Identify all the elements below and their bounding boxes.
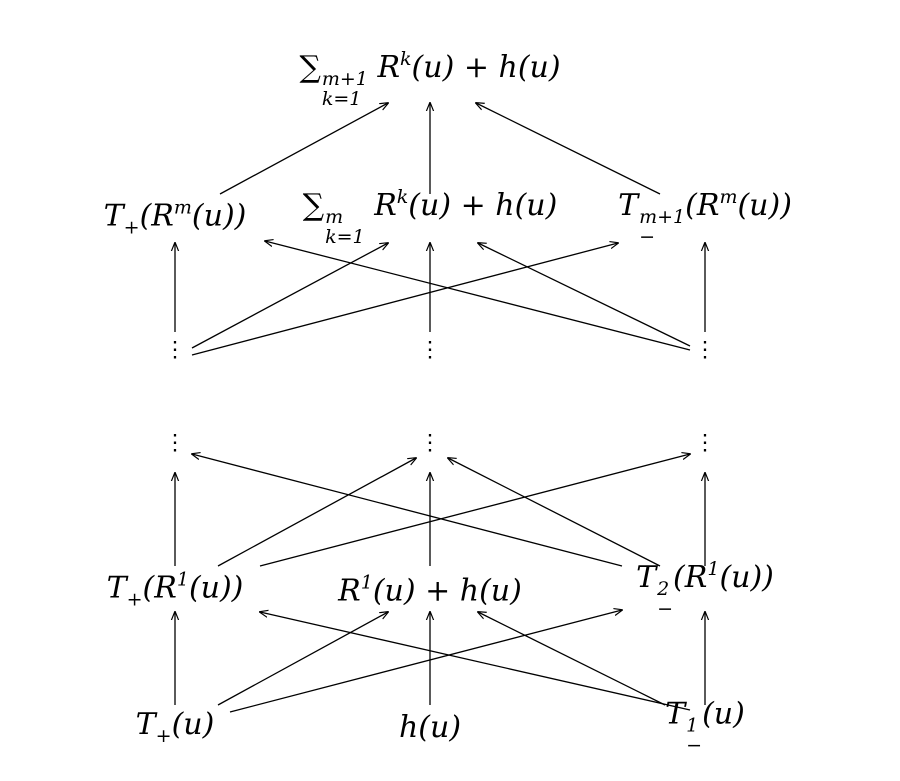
arrow-tminus2-to-dots-left: [192, 454, 623, 567]
arrow-tplus-u-to-r1h: [217, 612, 388, 706]
node-tplus-rm: T+(Rm(u)): [103, 196, 247, 239]
arrow-tplus-r1-to-dots-center: [217, 458, 416, 567]
arrow-tplus-rm-to-top: [219, 103, 388, 195]
node-r1-plus-h: R1(u) + h(u): [338, 571, 522, 609]
vdots-upper-right: ⋮: [694, 337, 716, 363]
vdots-lower-left: ⋮: [164, 430, 186, 456]
arrow-dots-left-to-mid-sum: [191, 243, 388, 349]
node-tplus-u: T+(u): [135, 707, 215, 747]
vdots-upper-center: ⋮: [419, 337, 441, 363]
arrow-dots-left-to-tminus-rm: [191, 243, 618, 356]
vdots-upper-left: ⋮: [164, 337, 186, 363]
arrow-tplus-u-to-tminus2: [229, 610, 622, 713]
arrow-tminus2-to-dots-center: [448, 458, 661, 567]
node-h-u: h(u): [398, 710, 462, 745]
arrow-tminus1-to-r1h: [478, 612, 666, 706]
vdots-lower-center: ⋮: [419, 430, 441, 456]
vdots-lower-right: ⋮: [694, 430, 716, 456]
arrow-tminus-rm-to-top: [476, 103, 661, 195]
arrow-tplus-r1-to-dots-right: [259, 454, 690, 567]
arrow-dots-right-to-mid-sum: [478, 243, 691, 347]
arrow-dots-right-to-tplus-rm: [265, 241, 691, 351]
arrow-tminus1-to-tplus-r1: [260, 612, 691, 711]
node-tplus-r1: T+(R1(u)): [106, 568, 244, 611]
